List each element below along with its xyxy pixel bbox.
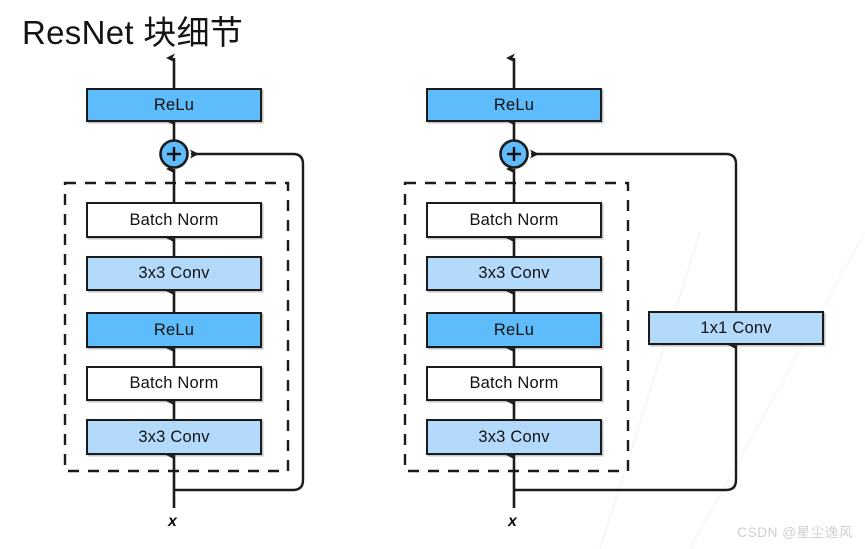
right-input-label: x [508, 513, 517, 530]
right-layer-batch-norm-1[interactable]: Batch Norm [426, 366, 602, 401]
watermark-text: CSDN @星尘逸风 [737, 525, 853, 540]
right-layer-conv-1[interactable]: 3x3 Conv [426, 419, 602, 455]
left-adder-node [159, 139, 189, 169]
left-layer-relu[interactable]: ReLu [86, 312, 262, 348]
page-title: ResNet 块细节 [22, 14, 244, 51]
left-layer-conv-1[interactable]: 3x3 Conv [86, 419, 262, 455]
right-skip-into-1x1conv [514, 340, 738, 492]
right-layer-relu[interactable]: ReLu [426, 312, 602, 348]
left-block-connectors [63, 53, 305, 508]
right-block-connectors [403, 53, 738, 508]
left-input-label: x [168, 513, 177, 530]
left-layer-conv-2[interactable]: 3x3 Conv [86, 256, 262, 291]
right-output-relu-box[interactable]: ReLu [426, 88, 602, 122]
right-layer-batch-norm-2[interactable]: Batch Norm [426, 202, 602, 238]
right-1x1conv-to-adder [530, 149, 738, 311]
watermark-streak [598, 231, 865, 549]
left-layer-batch-norm-2[interactable]: Batch Norm [86, 202, 262, 238]
left-output-relu-box[interactable]: ReLu [86, 88, 262, 122]
left-identity-skip [174, 149, 305, 492]
right-shortcut-1x1-conv-box[interactable]: 1x1 Conv [648, 311, 824, 345]
left-layer-batch-norm-1[interactable]: Batch Norm [86, 366, 262, 401]
left-dashed-boundary [63, 181, 290, 473]
right-layer-conv-2[interactable]: 3x3 Conv [426, 256, 602, 291]
right-dashed-boundary [403, 181, 630, 473]
right-adder-node [499, 139, 529, 169]
